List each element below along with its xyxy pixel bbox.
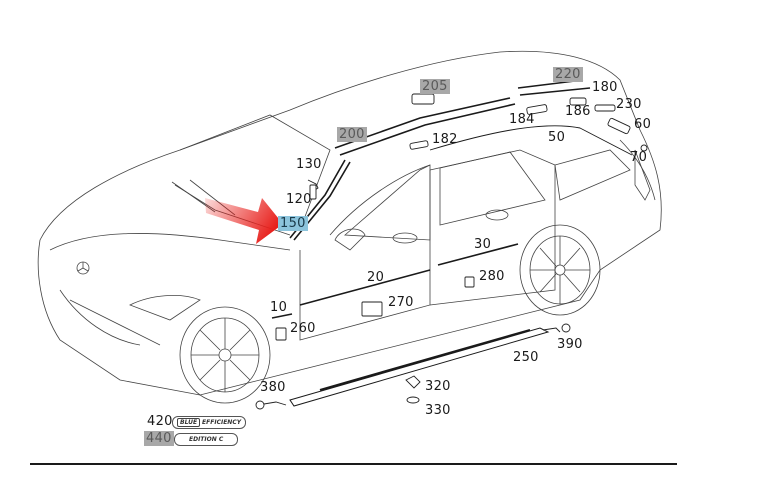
callout-205[interactable]: 205 [420, 79, 450, 94]
callout-184[interactable]: 184 [509, 112, 535, 127]
badge-edition-c: EDITION C [174, 433, 239, 446]
trim-parts [271, 79, 633, 407]
callout-120[interactable]: 120 [286, 192, 312, 207]
callout-130[interactable]: 130 [296, 157, 322, 172]
callout-186[interactable]: 186 [565, 104, 591, 119]
badge-edition-text: EDITION C [189, 436, 224, 443]
callout-50[interactable]: 50 [548, 130, 566, 145]
badge-blue-text: BLUE [177, 418, 201, 427]
callout-260[interactable]: 260 [290, 321, 316, 336]
callout-270[interactable]: 270 [388, 295, 414, 310]
callout-220[interactable]: 220 [553, 67, 583, 82]
callout-320[interactable]: 320 [425, 379, 451, 394]
callout-70[interactable]: 70 [630, 150, 648, 165]
callout-390[interactable]: 390 [557, 337, 583, 352]
callout-20[interactable]: 20 [367, 270, 385, 285]
callout-60[interactable]: 60 [634, 117, 652, 132]
callout-280[interactable]: 280 [479, 269, 505, 284]
callout-10[interactable]: 10 [270, 300, 288, 315]
callout-230[interactable]: 230 [616, 97, 642, 112]
callout-420[interactable]: 420 [147, 414, 173, 429]
callout-250[interactable]: 250 [513, 350, 539, 365]
car-outline [37, 50, 662, 404]
callout-380[interactable]: 380 [260, 380, 286, 395]
callout-182[interactable]: 182 [432, 132, 458, 147]
divider-line [30, 463, 677, 465]
small-parts [255, 93, 648, 410]
callout-200[interactable]: 200 [337, 127, 367, 142]
callout-150[interactable]: 150 [278, 216, 308, 231]
callout-180[interactable]: 180 [592, 80, 618, 95]
badge-efficiency-text: EFFICIENCY [202, 419, 242, 426]
callout-440[interactable]: 440 [144, 431, 174, 446]
callout-330[interactable]: 330 [425, 403, 451, 418]
callout-30[interactable]: 30 [474, 237, 492, 252]
red-arrow-icon [205, 198, 283, 244]
